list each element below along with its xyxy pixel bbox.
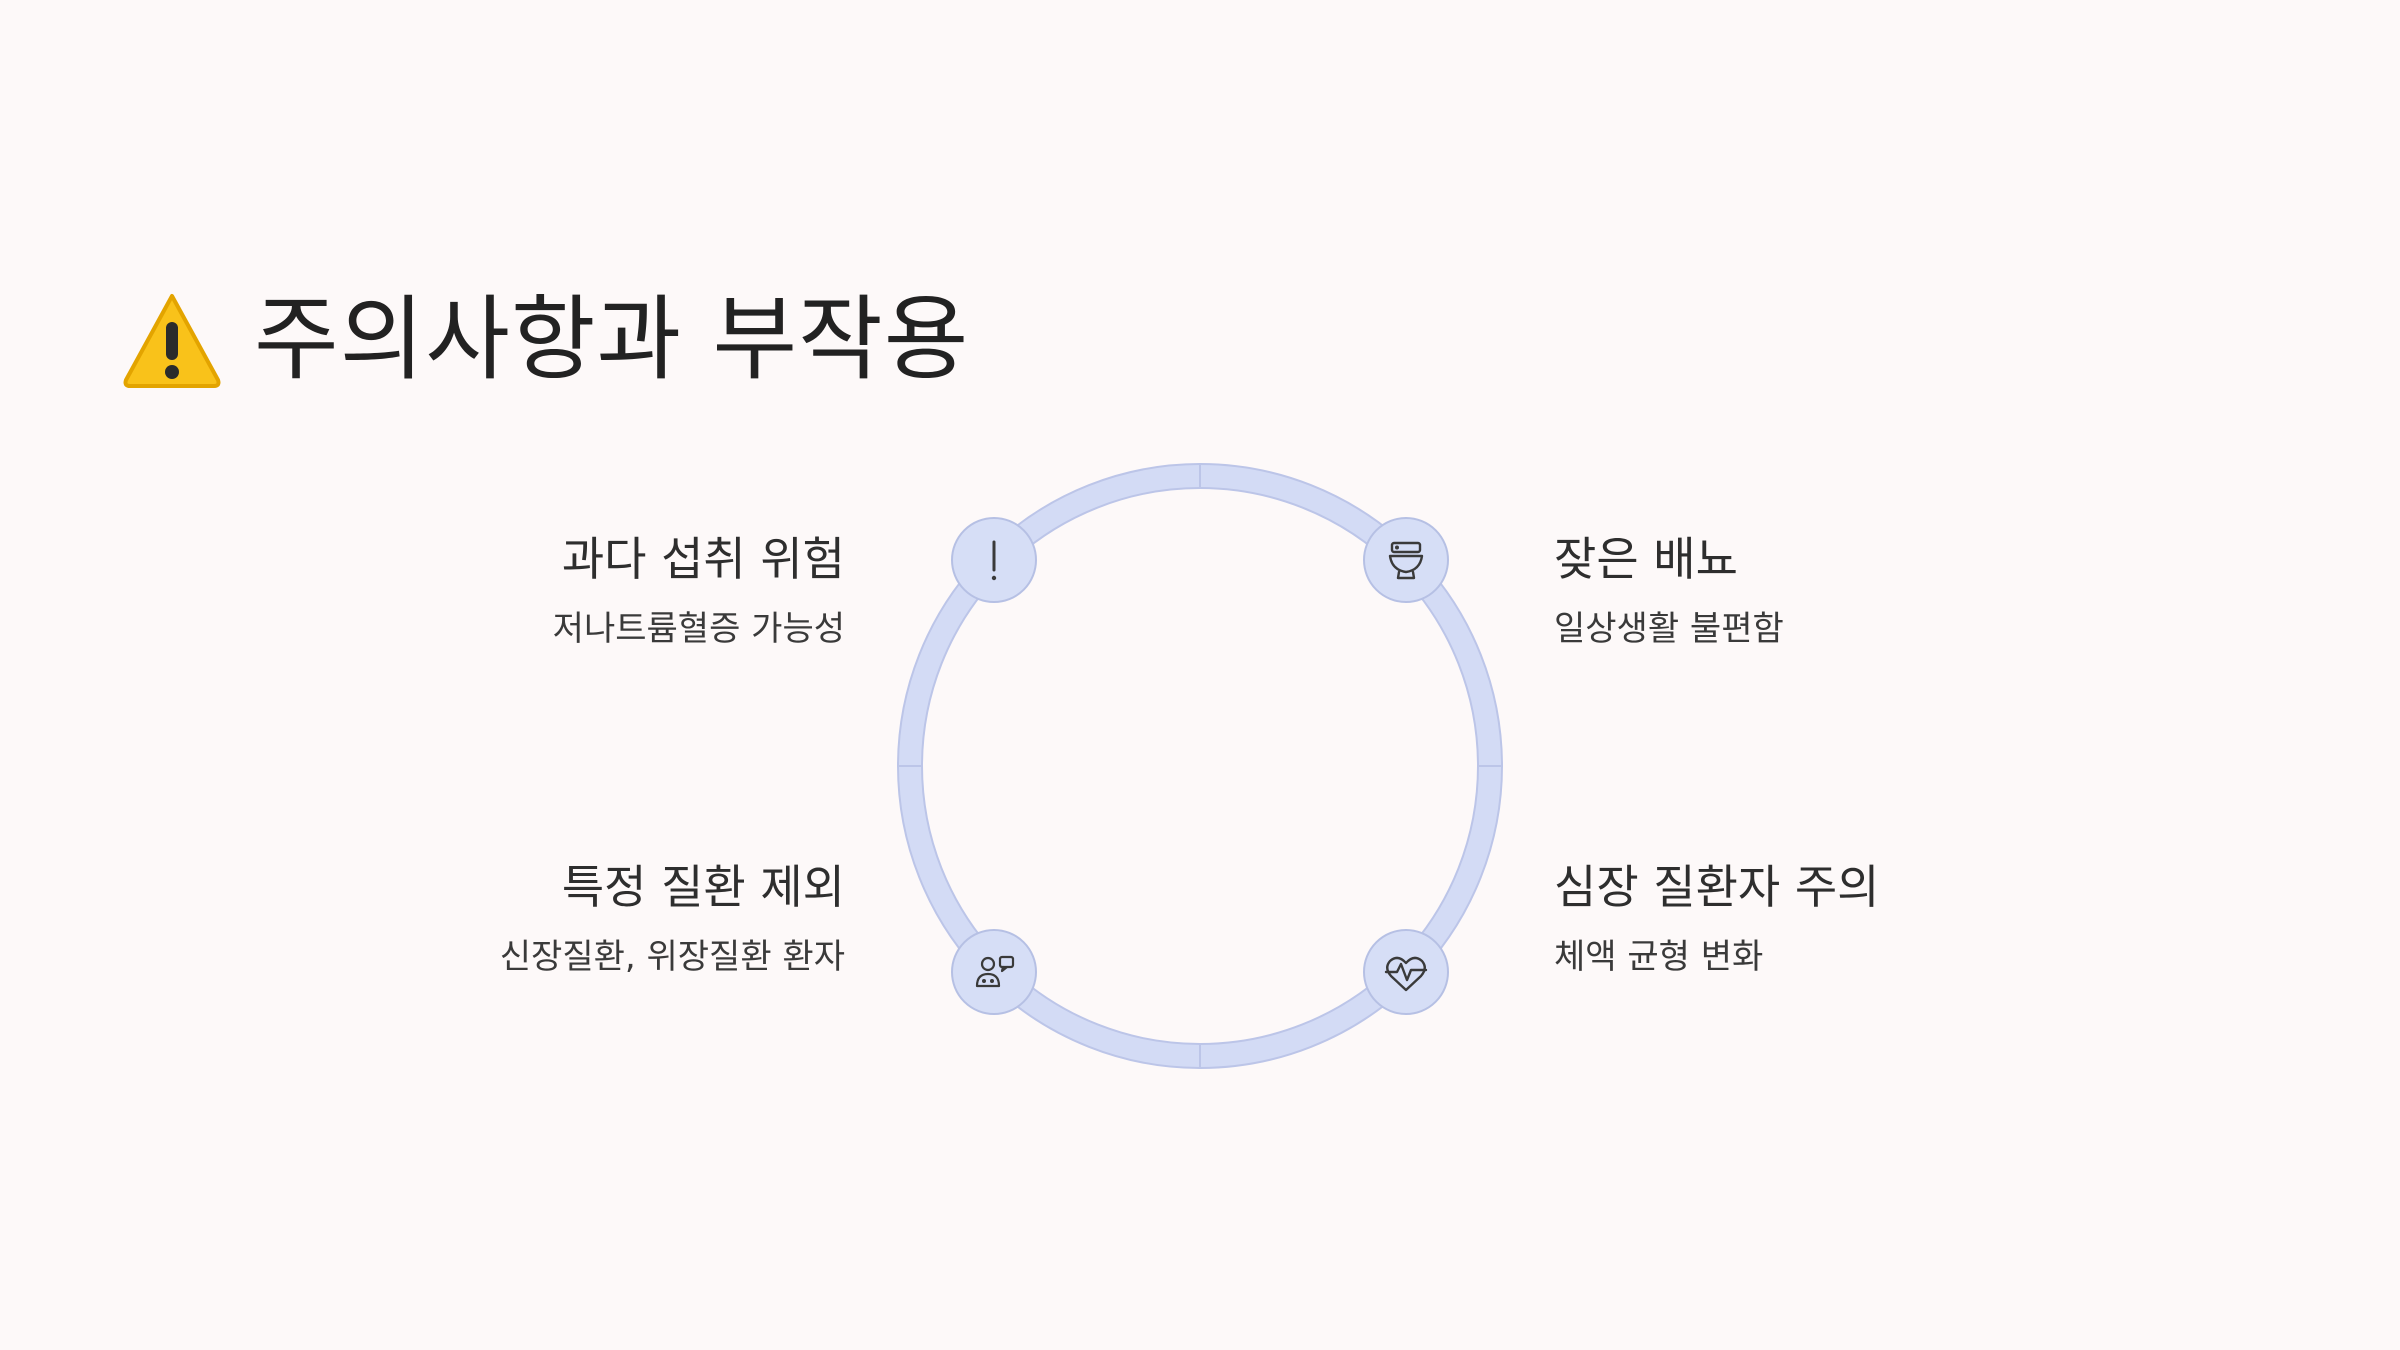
label-overdose: 과다 섭취 위험 저나트륨혈증 가능성 <box>425 532 845 650</box>
patient-consult-icon <box>975 955 1015 988</box>
label-heart-patient: 심장 질환자 주의 체액 균형 변화 <box>1554 860 1974 978</box>
exclamation-icon <box>991 540 997 581</box>
label-overdose-detail: 저나트륨혈증 가능성 <box>552 609 845 650</box>
node-disease-exclusion <box>951 929 1037 1015</box>
toilet-icon <box>1388 541 1424 580</box>
label-frequent-bowel-heading: 잦은 배뇨 <box>1554 532 1738 586</box>
heartbeat-icon <box>1384 956 1428 992</box>
label-disease-exclusion-heading: 특정 질환 제외 <box>561 860 845 914</box>
label-overdose-heading: 과다 섭취 위험 <box>561 532 845 586</box>
warning-icon <box>120 288 224 392</box>
node-heart-patient <box>1363 929 1449 1015</box>
page-title: 주의사항과 부작용 <box>120 280 969 400</box>
label-disease-exclusion-detail: 신장질환, 위장질환 환자 <box>499 937 845 978</box>
label-frequent-bowel: 잦은 배뇨 일상생활 불편함 <box>1554 532 1974 650</box>
label-frequent-bowel-detail: 일상생활 불편함 <box>1554 609 1784 650</box>
node-overdose <box>951 517 1037 603</box>
label-disease-exclusion: 특정 질환 제외 신장질환, 위장질환 환자 <box>425 860 845 978</box>
label-heart-patient-detail: 체액 균형 변화 <box>1554 937 1764 978</box>
page-title-text: 주의사항과 부작용 <box>254 286 970 393</box>
label-heart-patient-heading: 심장 질환자 주의 <box>1554 860 1880 914</box>
node-frequent-bowel <box>1363 517 1449 603</box>
